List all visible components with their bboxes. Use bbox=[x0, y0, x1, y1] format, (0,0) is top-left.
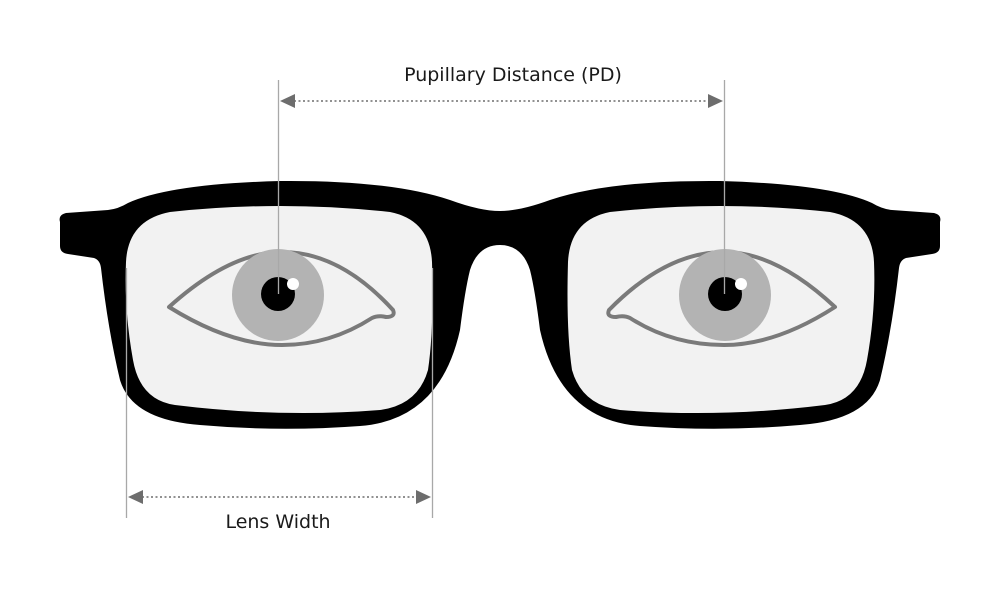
right-highlight bbox=[735, 278, 747, 290]
left-highlight bbox=[287, 278, 299, 290]
pd-arrow bbox=[280, 94, 723, 108]
lens-width-arrow bbox=[128, 490, 431, 504]
glasses-frame bbox=[59, 180, 941, 429]
pd-arrowhead-left-icon bbox=[280, 94, 295, 108]
pupillary-distance-label: Pupillary Distance (PD) bbox=[404, 64, 622, 86]
pd-arrowhead-right-icon bbox=[708, 94, 723, 108]
left-eye bbox=[167, 249, 396, 347]
lens-arrowhead-right-icon bbox=[416, 490, 431, 504]
lens-arrowhead-left-icon bbox=[128, 490, 143, 504]
guide-lines bbox=[125, 80, 726, 518]
lens-width-label: Lens Width bbox=[225, 511, 331, 533]
